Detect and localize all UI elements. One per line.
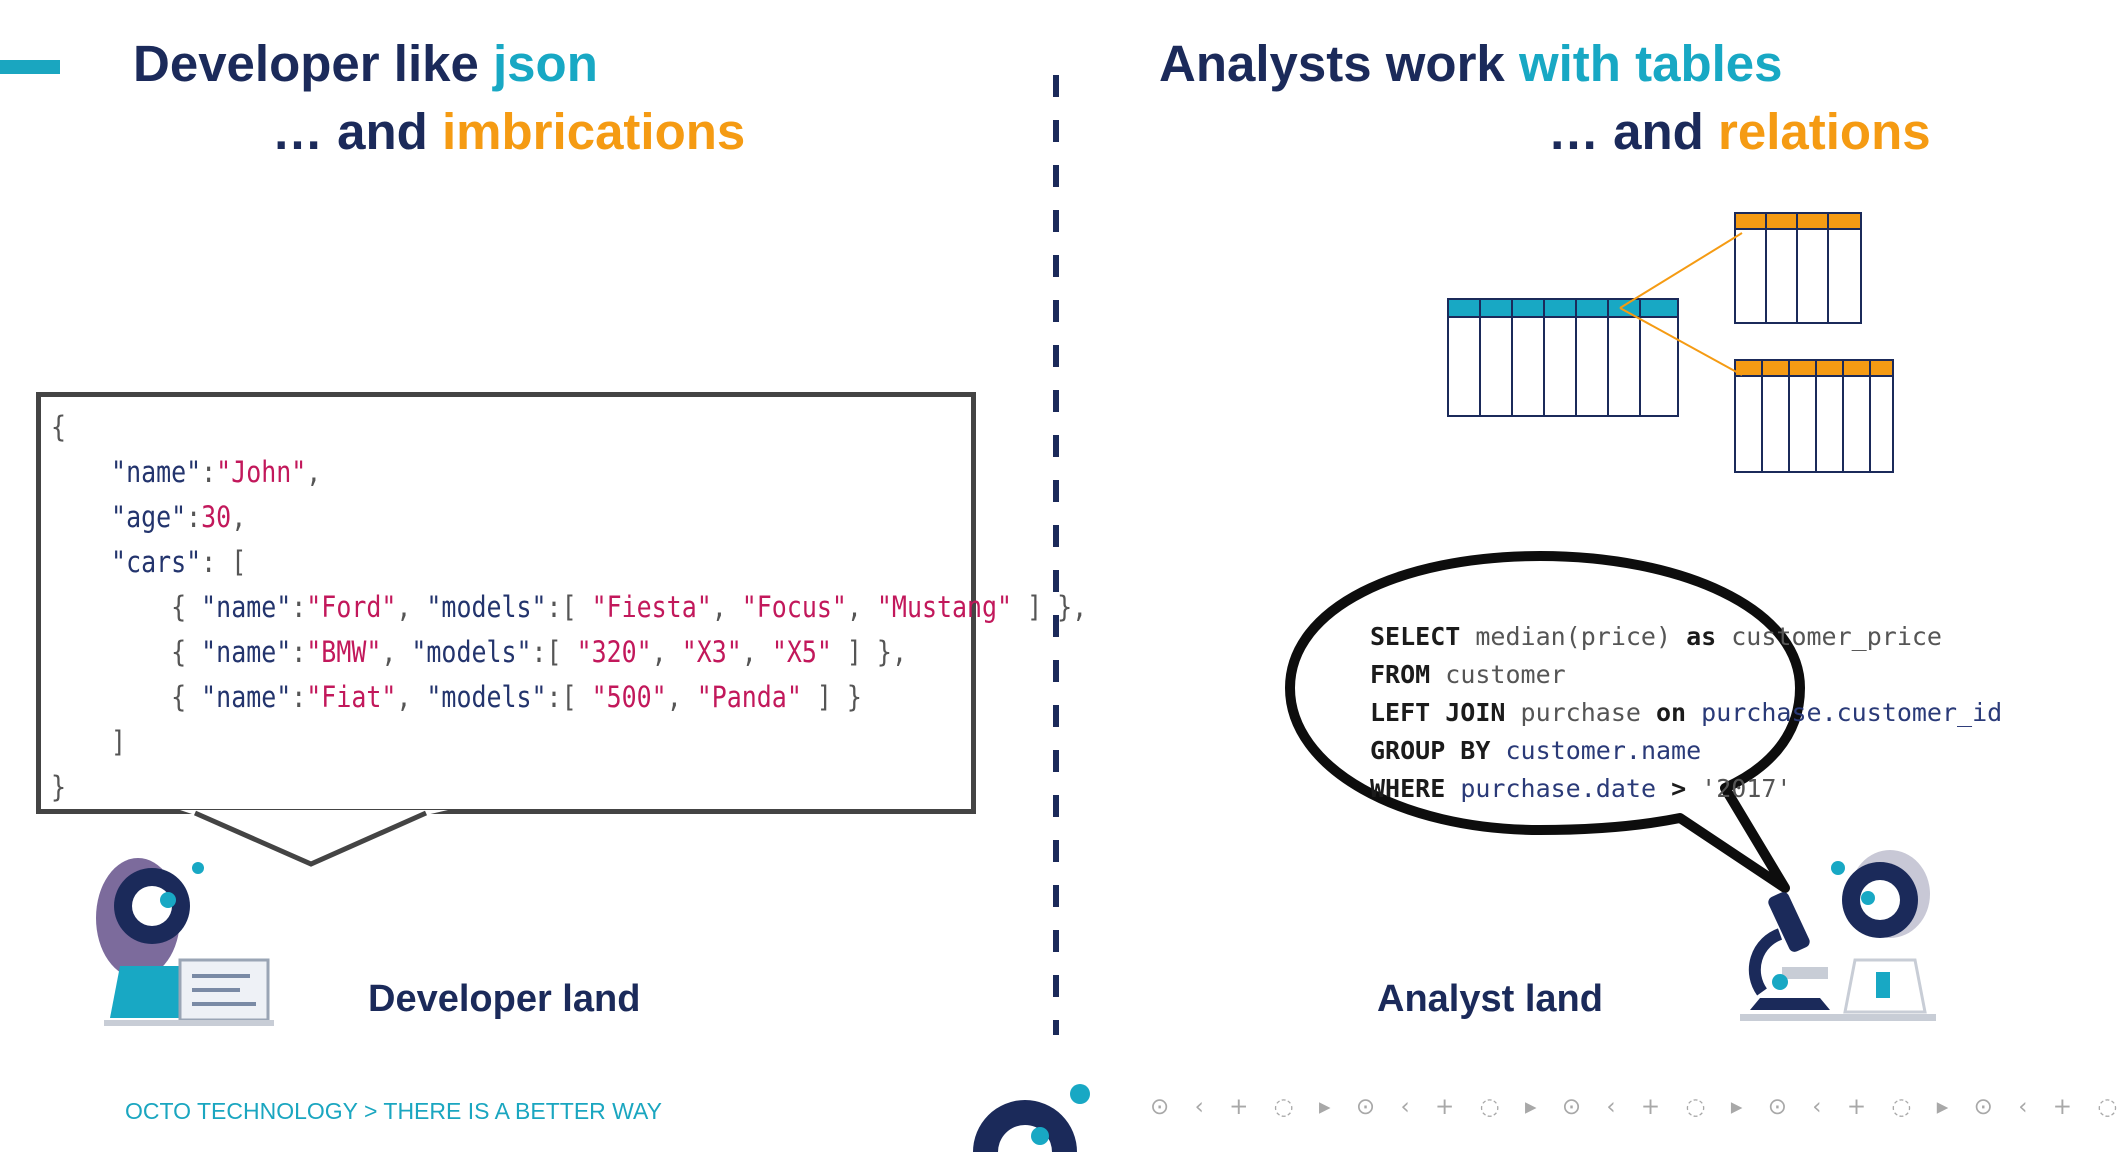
left-title-line1: Developer like json bbox=[133, 38, 598, 89]
json-line: { bbox=[51, 410, 67, 444]
right-title-line1-a: Analysts work bbox=[1159, 35, 1505, 92]
analyst-land-label: Analyst land bbox=[1377, 978, 1603, 1020]
json-speech-bubble: { "name":"John", "age":30, "cars": [ { "… bbox=[36, 392, 1087, 814]
right-title-line1: Analysts work with tables bbox=[1159, 38, 1783, 89]
footer-symbols-row: ⊙ ‹ + ◌ ▸ ⊙ ‹ + ◌ ▸ ⊙ ‹ + ◌ ▸ ⊙ ‹ + ◌ ▸ … bbox=[1150, 1094, 2126, 1120]
sql-code-block: SELECT median(price) as customer_price F… bbox=[1370, 622, 2003, 803]
left-title-line1-b: json bbox=[493, 35, 598, 92]
left-title-line1-a: Developer like bbox=[133, 35, 479, 92]
json-code-block: { "name":"John", "age":30, "cars": [ { "… bbox=[51, 410, 1088, 804]
json-line: } bbox=[51, 770, 67, 804]
left-title-line2-a: … and bbox=[272, 103, 428, 160]
right-title-line2-b: relations bbox=[1718, 103, 1931, 160]
right-title-line2: … and relations bbox=[1548, 106, 1931, 157]
developer-avatar-icon bbox=[96, 858, 274, 1026]
sql-code-clip: SELECT median(price) as customer_price F… bbox=[1300, 560, 2002, 822]
json-bubble-tail bbox=[180, 810, 448, 867]
left-title-line2: … and imbrications bbox=[272, 106, 745, 157]
left-title-line2-b: imbrications bbox=[442, 103, 746, 160]
accent-bar bbox=[0, 60, 60, 74]
footer-company-text: OCTO TECHNOLOGY > THERE IS A BETTER WAY bbox=[125, 1098, 663, 1124]
microscope-icon bbox=[1748, 892, 1830, 1010]
tables-relations-diagram bbox=[1447, 212, 1894, 473]
right-title-line1-b: with tables bbox=[1518, 35, 1783, 92]
sql-speech-bubble bbox=[1285, 551, 1805, 893]
analyst-avatar-icon bbox=[1740, 850, 1936, 1021]
octo-logo-icon bbox=[973, 1084, 1090, 1152]
developer-land-label: Developer land bbox=[368, 978, 641, 1020]
right-title-line2-a: … and bbox=[1548, 103, 1704, 160]
dashed-divider bbox=[1053, 75, 1059, 1035]
